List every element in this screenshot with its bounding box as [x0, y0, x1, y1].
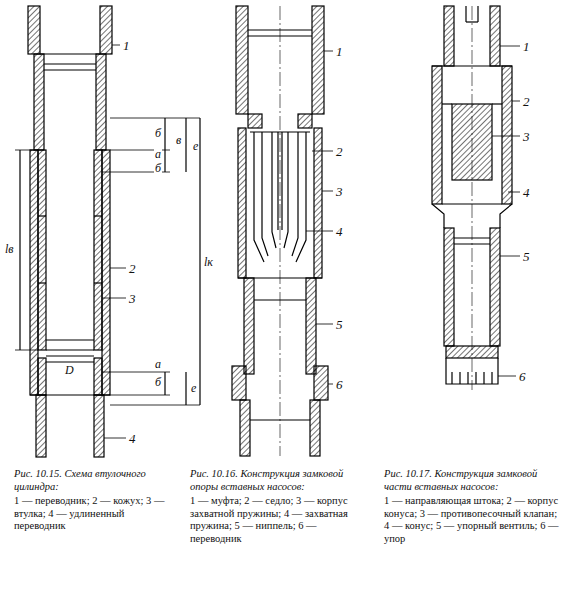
caption-text: 1 — переводник; 2 — кожух; 3 — втулка; 4…	[14, 495, 174, 533]
callout-number: 3	[522, 130, 531, 143]
callout-number: 4	[522, 186, 531, 199]
callout-number: 2	[522, 95, 531, 108]
callout-number: 1	[122, 39, 131, 52]
caption-title: Рис. 10.16. Конструкция замковой опоры в…	[190, 468, 370, 493]
dimension-label: D	[64, 364, 75, 376]
caption-title: Рис. 10.15. Схема втулочного цилиндра:	[14, 468, 174, 493]
dimension-label: lк	[203, 256, 214, 268]
callout-number: 5	[335, 318, 344, 331]
callout-number: 5	[522, 250, 531, 263]
callout-number: 1	[335, 45, 344, 58]
dimension-label: б	[154, 127, 162, 139]
callout-number: 6	[335, 378, 344, 391]
callout-number: 6	[518, 370, 527, 383]
lock-part	[432, 6, 520, 390]
caption-text: 1 — муфта; 2 — седло; 3 — корпус захватн…	[190, 495, 370, 545]
dimension-label: б	[154, 162, 162, 174]
bushing-cylinder	[15, 6, 200, 457]
caption-title: Рис. 10.17. Конструкция замковой части в…	[384, 468, 564, 493]
callout-number: 4	[128, 432, 137, 445]
callout-number: 2	[128, 262, 137, 275]
callout-number: 3	[128, 292, 137, 305]
dimension-label: а	[154, 358, 162, 370]
callout-number: 2	[335, 145, 344, 158]
dimension-label: lв	[4, 243, 15, 255]
lock-support	[232, 6, 333, 456]
dimension-label: е	[192, 140, 199, 152]
dimension-label: в	[175, 134, 182, 146]
callout-number: 4	[335, 225, 344, 238]
dimension-label: а	[154, 148, 162, 160]
callout-number: 3	[335, 185, 344, 198]
dimension-label: б	[154, 376, 162, 388]
callout-number: 1	[522, 40, 531, 53]
dimension-label: е	[190, 382, 197, 394]
caption-text: 1 — направляющая штока; 2 — корпус конус…	[384, 495, 564, 545]
